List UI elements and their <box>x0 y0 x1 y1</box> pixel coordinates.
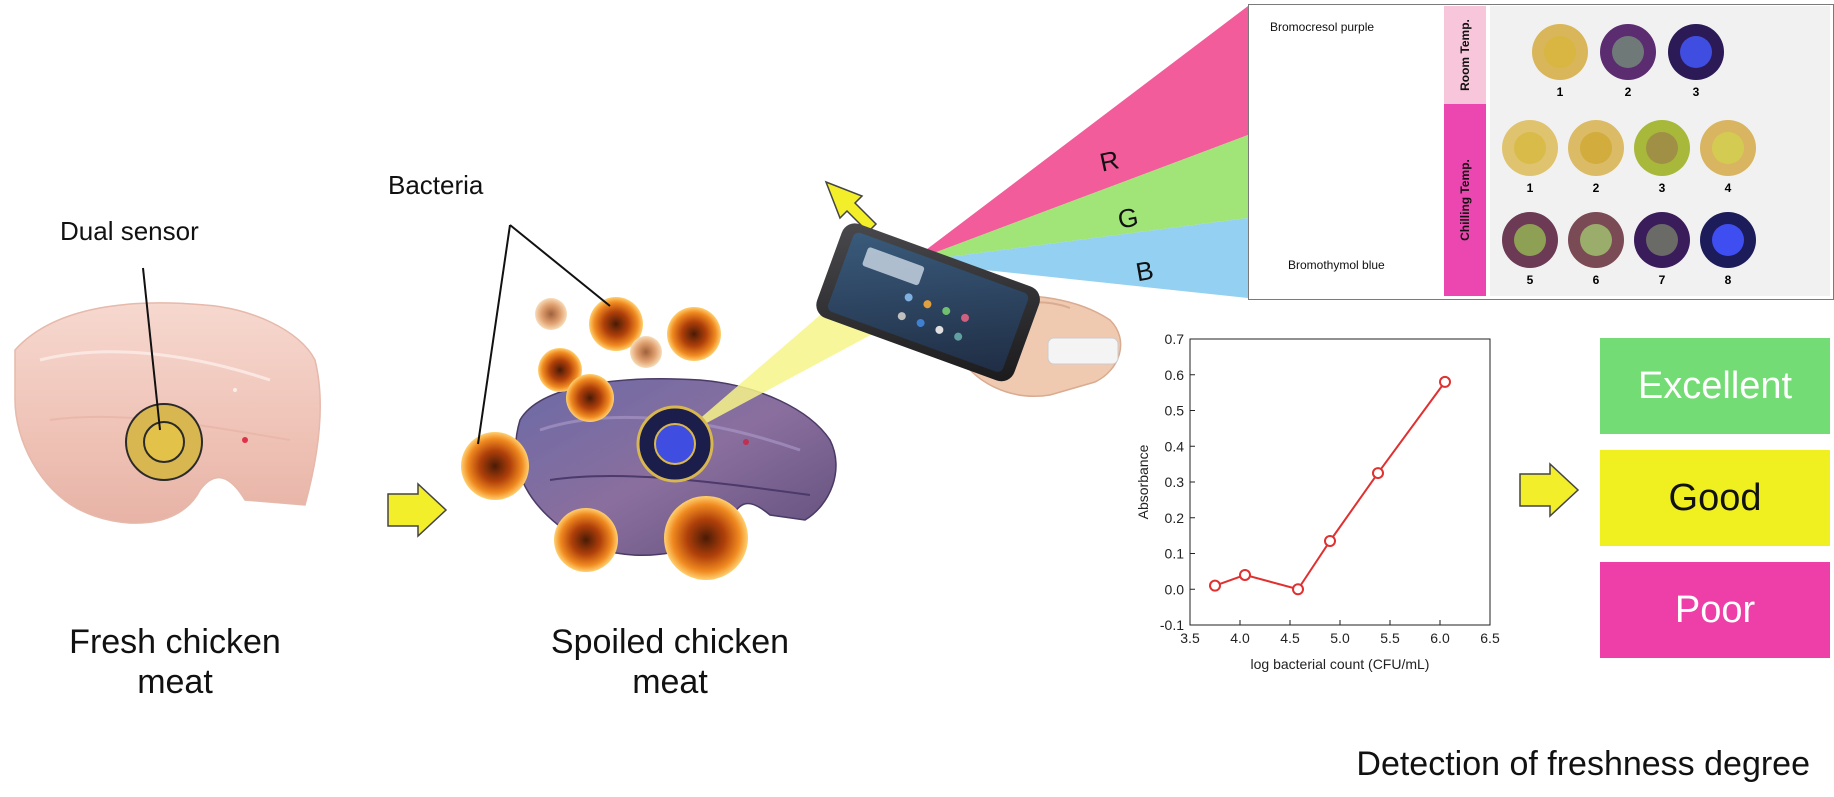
sample-inner-dot <box>1580 224 1612 256</box>
data-point <box>1239 568 1251 581</box>
y-tick-label: 0.1 <box>1165 546 1185 562</box>
sample-inner-dot <box>1712 132 1744 164</box>
x-tick-label: 5.5 <box>1380 630 1400 646</box>
dual-sensor-pointer <box>142 267 161 431</box>
x-tick-label: 4.5 <box>1280 630 1300 646</box>
x-tick-label: 4.0 <box>1230 630 1250 646</box>
hand-with-phone <box>816 223 1122 397</box>
series-line <box>1214 381 1446 591</box>
chart-svg: 3.5 4.0 4.5 5.0 5.5 6.0 6.5 -0.1 0.0 0.1 0.2 0.3 0.4… <box>1135 331 1500 672</box>
grade-poor: Poor <box>1600 562 1830 658</box>
bacteria-cluster <box>461 297 748 580</box>
room-temp-label: Room Temp. <box>1458 19 1472 91</box>
data-point <box>1439 375 1451 388</box>
fresh-chicken-caption-line1: Fresh chicken <box>69 623 281 661</box>
spoiled-dual-sensor <box>636 405 714 483</box>
sample-number: 8 <box>1725 273 1732 287</box>
sample-inner-dot <box>1646 132 1678 164</box>
spoiled-chicken-caption-line2: meat <box>632 663 708 701</box>
sample-inner-dot <box>1646 224 1678 256</box>
sample-grid: 1 2 3 1 2 3 4 5 6 7 8 <box>1490 6 1830 296</box>
sample-number: 3 <box>1659 181 1666 195</box>
sample-inner-dot <box>1612 36 1644 68</box>
y-tick-label: 0.5 <box>1165 403 1185 419</box>
sample-grid-svg: 1 2 3 1 2 3 4 5 6 7 8 <box>1502 24 1756 287</box>
chilling-sample-2: 2 <box>1568 120 1624 195</box>
arrow-icon <box>1519 462 1580 518</box>
sample-inner-dot <box>1514 224 1546 256</box>
sample-number: 5 <box>1527 273 1534 287</box>
chilling-temp-label: Chilling Temp. <box>1458 159 1472 241</box>
grade-excellent: Excellent <box>1600 338 1830 434</box>
y-tick-label: 0.4 <box>1165 438 1185 454</box>
data-point <box>1372 467 1384 480</box>
sample-number: 1 <box>1527 181 1534 195</box>
bromothymol-blue-label: Bromothymol blue <box>1288 258 1385 272</box>
sample-inner-dot <box>1580 132 1612 164</box>
sample-number: 1 <box>1557 85 1564 99</box>
spoiled-chicken-caption: Spoiled chicken meat <box>510 622 830 702</box>
chilling-temp-strip <box>1444 104 1486 296</box>
fresh-dual-sensor <box>125 403 203 481</box>
room-sample-1: 1 <box>1532 24 1588 99</box>
chilling-sample-3: 3 <box>1634 120 1690 195</box>
x-axis-label: log bacterial count (CFU/mL) <box>1251 656 1430 672</box>
arrow-icon <box>387 482 448 538</box>
y-tick-label: 0.2 <box>1165 510 1185 526</box>
dual-sensor-label: Dual sensor <box>60 216 199 246</box>
data-point <box>1292 583 1304 596</box>
sample-inner-dot <box>1544 36 1576 68</box>
y-tick-label: -0.1 <box>1160 617 1184 633</box>
x-tick-label: 3.5 <box>1180 630 1200 646</box>
rgb-beams <box>910 6 1248 298</box>
chilling-sample-7: 7 <box>1634 212 1690 287</box>
detection-caption: Detection of freshness degree <box>1356 745 1810 783</box>
room-temp-strip <box>1444 6 1486 104</box>
y-axis-label: Absorbance <box>1135 444 1151 519</box>
bacteria-pointer <box>477 224 611 445</box>
y-tick-label: 0.7 <box>1165 331 1185 347</box>
sample-number: 3 <box>1693 85 1700 99</box>
sample-inner-dot <box>1680 36 1712 68</box>
sample-number: 4 <box>1725 181 1732 195</box>
spoiled-chicken-caption-line1: Spoiled chicken <box>550 623 790 661</box>
sample-number: 6 <box>1593 273 1600 287</box>
x-tick-label: 5.0 <box>1330 630 1350 646</box>
y-tick-label: 0.3 <box>1165 474 1185 490</box>
y-tick-label: 0.6 <box>1165 367 1185 383</box>
room-sample-3: 3 <box>1668 24 1724 99</box>
y-tick-label: 0.0 <box>1165 581 1185 597</box>
x-tick-label: 6.0 <box>1430 630 1450 646</box>
fresh-chicken-caption: Fresh chicken meat <box>30 622 320 702</box>
chilling-sample-5: 5 <box>1502 212 1558 287</box>
chilling-sample-1: 1 <box>1502 120 1558 195</box>
room-sample-2: 2 <box>1600 24 1656 99</box>
chilling-sample-4: 4 <box>1700 120 1756 195</box>
grade-good: Good <box>1600 450 1830 546</box>
sample-number: 2 <box>1625 85 1632 99</box>
sample-number: 2 <box>1593 181 1600 195</box>
chilling-sample-8: 8 <box>1700 212 1756 287</box>
chilling-sample-6: 6 <box>1568 212 1624 287</box>
bacteria-label: Bacteria <box>388 170 484 200</box>
sample-inner-dot <box>1712 224 1744 256</box>
sample-number: 7 <box>1659 273 1666 287</box>
phone-scan-beam <box>675 285 880 440</box>
arrow-icon <box>824 180 878 234</box>
absorbance-chart: 3.5 4.0 4.5 5.0 5.5 6.0 6.5 -0.1 0.0 0.1 0.2 0.3 0.4… <box>1130 325 1500 695</box>
x-tick-label: 6.5 <box>1480 630 1500 646</box>
sample-inner-dot <box>1514 132 1546 164</box>
fresh-chicken-caption-line2: meat <box>137 663 213 701</box>
data-point <box>1209 579 1221 592</box>
data-point <box>1324 534 1336 547</box>
bromocresol-purple-label: Bromocresol purple <box>1270 20 1375 34</box>
